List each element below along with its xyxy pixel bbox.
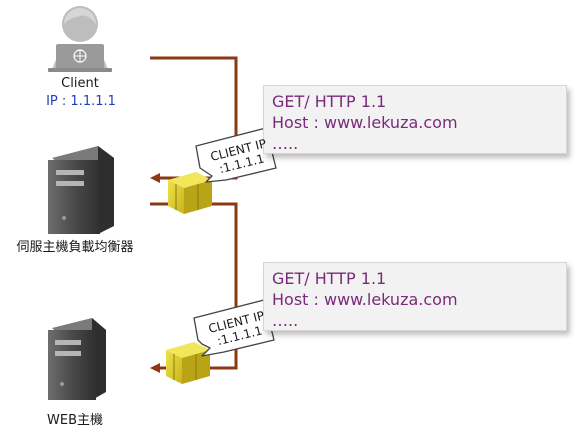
web-server-label: WEB主機 <box>47 413 103 428</box>
request-line: GET/ HTTP 1.1 <box>272 92 387 111</box>
request-ellipsis: ….. <box>272 311 299 330</box>
load-balancer-label: 伺服主機負載均衡器 <box>16 240 134 255</box>
request-line: GET/ HTTP 1.1 <box>272 269 387 288</box>
request-host: Host : www.lekuza.com <box>272 290 458 309</box>
arrow-into-lb <box>150 173 160 183</box>
client-user-icon <box>48 6 112 72</box>
arrow-into-web <box>150 363 160 373</box>
request-host: Host : www.lekuza.com <box>272 113 458 132</box>
package-lower-icon <box>166 342 210 384</box>
http-request-upper: GET/ HTTP 1.1 Host : www.lekuza.com ….. <box>263 85 567 154</box>
package-upper-icon <box>168 172 212 214</box>
request-ellipsis: ….. <box>272 134 299 153</box>
client-ip-label: IP : 1.1.1.1 <box>46 94 116 109</box>
load-balancer-server-icon <box>48 146 114 234</box>
http-request-lower: GET/ HTTP 1.1 Host : www.lekuza.com ….. <box>263 262 567 331</box>
client-label: Client <box>61 76 99 91</box>
web-server-icon <box>48 318 106 400</box>
